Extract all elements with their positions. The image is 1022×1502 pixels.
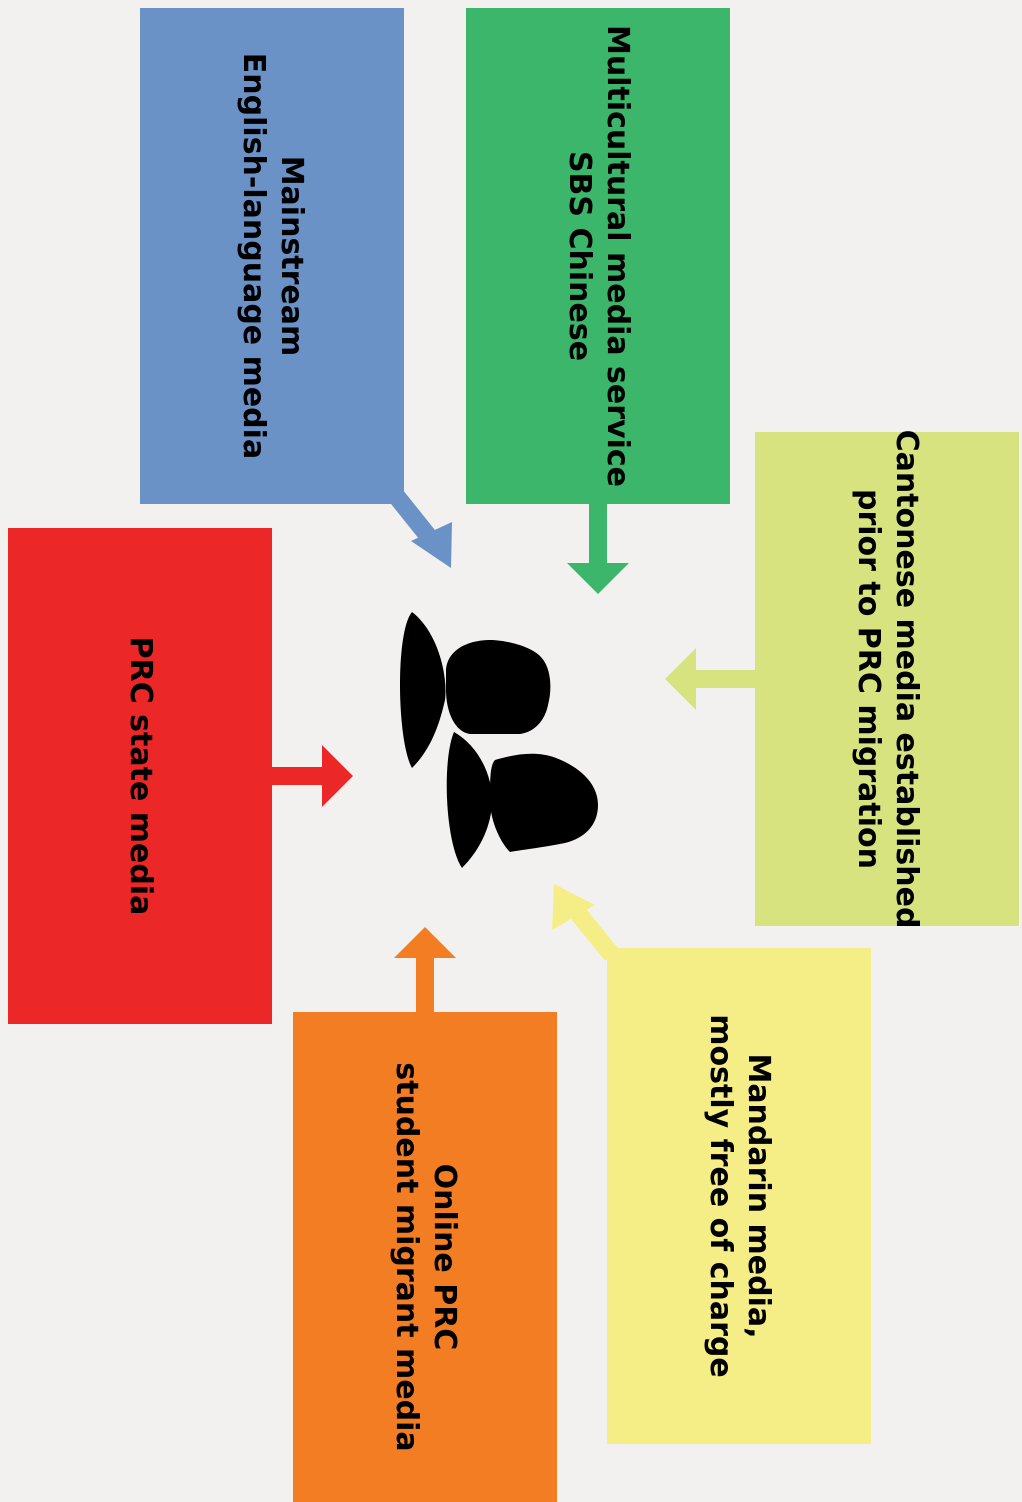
box-mainstream-media: Mainstream English-language media [140,8,404,504]
arrow-sbs [567,504,629,594]
box-sbs-chinese: Multicultural media service SBS Chinese [466,8,730,504]
arrow-cantonese [665,648,755,710]
arrow-mandarin [552,884,619,961]
box-mandarin-media: Mandarin media, mostly free of charge [607,948,871,1444]
arrow-mainstream [389,491,452,568]
arrow-online-prc [394,927,456,1012]
box-online-prc-media: Online PRC student migrant media [293,1012,557,1502]
people-group-icon [399,612,598,868]
arrow-prc-state [272,745,353,807]
box-cantonese-media: Cantonese media established prior to PRC… [755,430,1019,928]
box-prc-state-media: PRC state media [8,528,272,1024]
